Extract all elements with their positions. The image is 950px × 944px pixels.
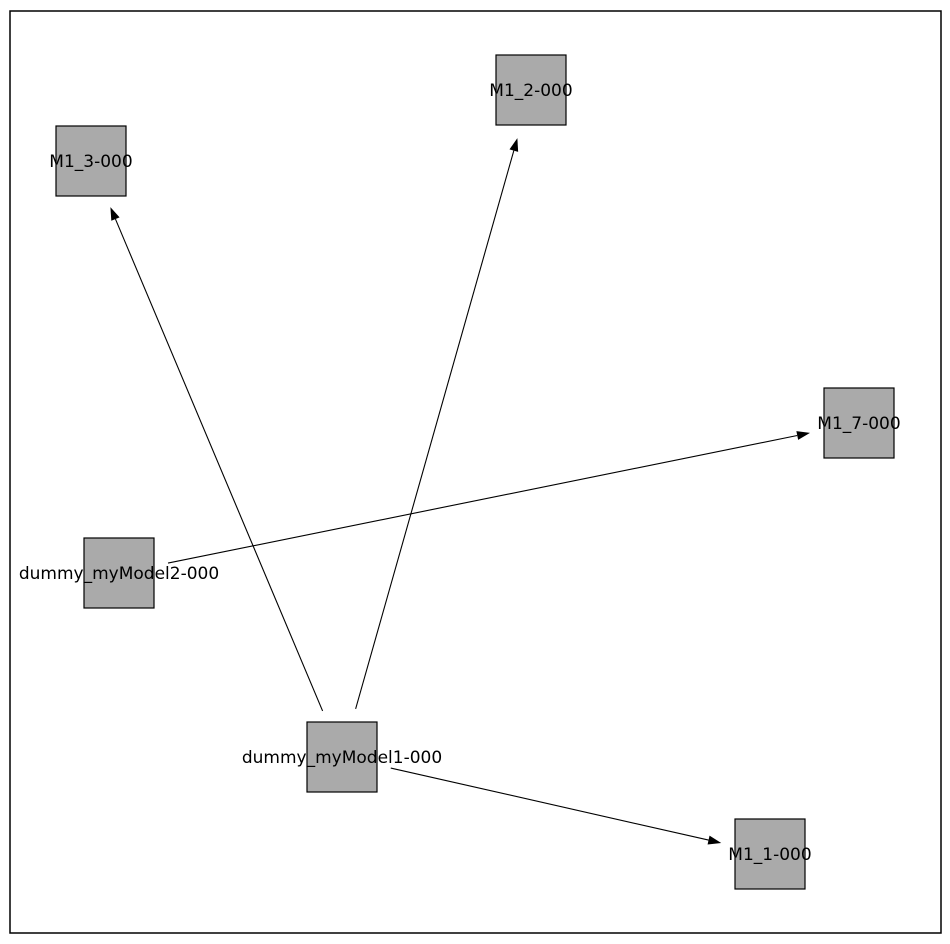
edge-arrowhead-dummy_myModel1-000-to-M1_3-000 [110, 207, 120, 221]
plot-frame [9, 10, 942, 934]
edge-arrowhead-dummy_myModel2-000-to-M1_7-000 [796, 431, 810, 440]
node-dummy_myModel1-000 [306, 721, 378, 793]
node-label-dummy_myModel1-000: dummy_myModel1-000 [242, 748, 442, 768]
edge-dummy_myModel2-000-to-M1_7-000 [167, 434, 798, 564]
node-label-M1_3-000: M1_3-000 [49, 152, 132, 172]
node-M1_7-000 [823, 387, 895, 459]
edge-dummy_myModel1-000-to-M1_1-000 [390, 767, 709, 841]
edge-dummy_myModel1-000-to-M1_3-000 [114, 218, 324, 712]
node-label-dummy_myModel2-000: dummy_myModel2-000 [19, 564, 219, 584]
node-M1_1-000 [734, 818, 806, 890]
node-M1_2-000 [495, 54, 567, 126]
node-label-M1_2-000: M1_2-000 [489, 81, 572, 101]
node-dummy_myModel2-000 [83, 537, 155, 609]
node-label-M1_7-000: M1_7-000 [817, 414, 900, 434]
node-label-M1_1-000: M1_1-000 [728, 845, 811, 865]
edge-dummy_myModel1-000-to-M1_2-000 [355, 150, 515, 710]
edge-arrowhead-dummy_myModel1-000-to-M1_2-000 [509, 138, 519, 152]
node-M1_3-000 [55, 125, 127, 197]
edge-arrowhead-dummy_myModel1-000-to-M1_1-000 [707, 835, 722, 845]
